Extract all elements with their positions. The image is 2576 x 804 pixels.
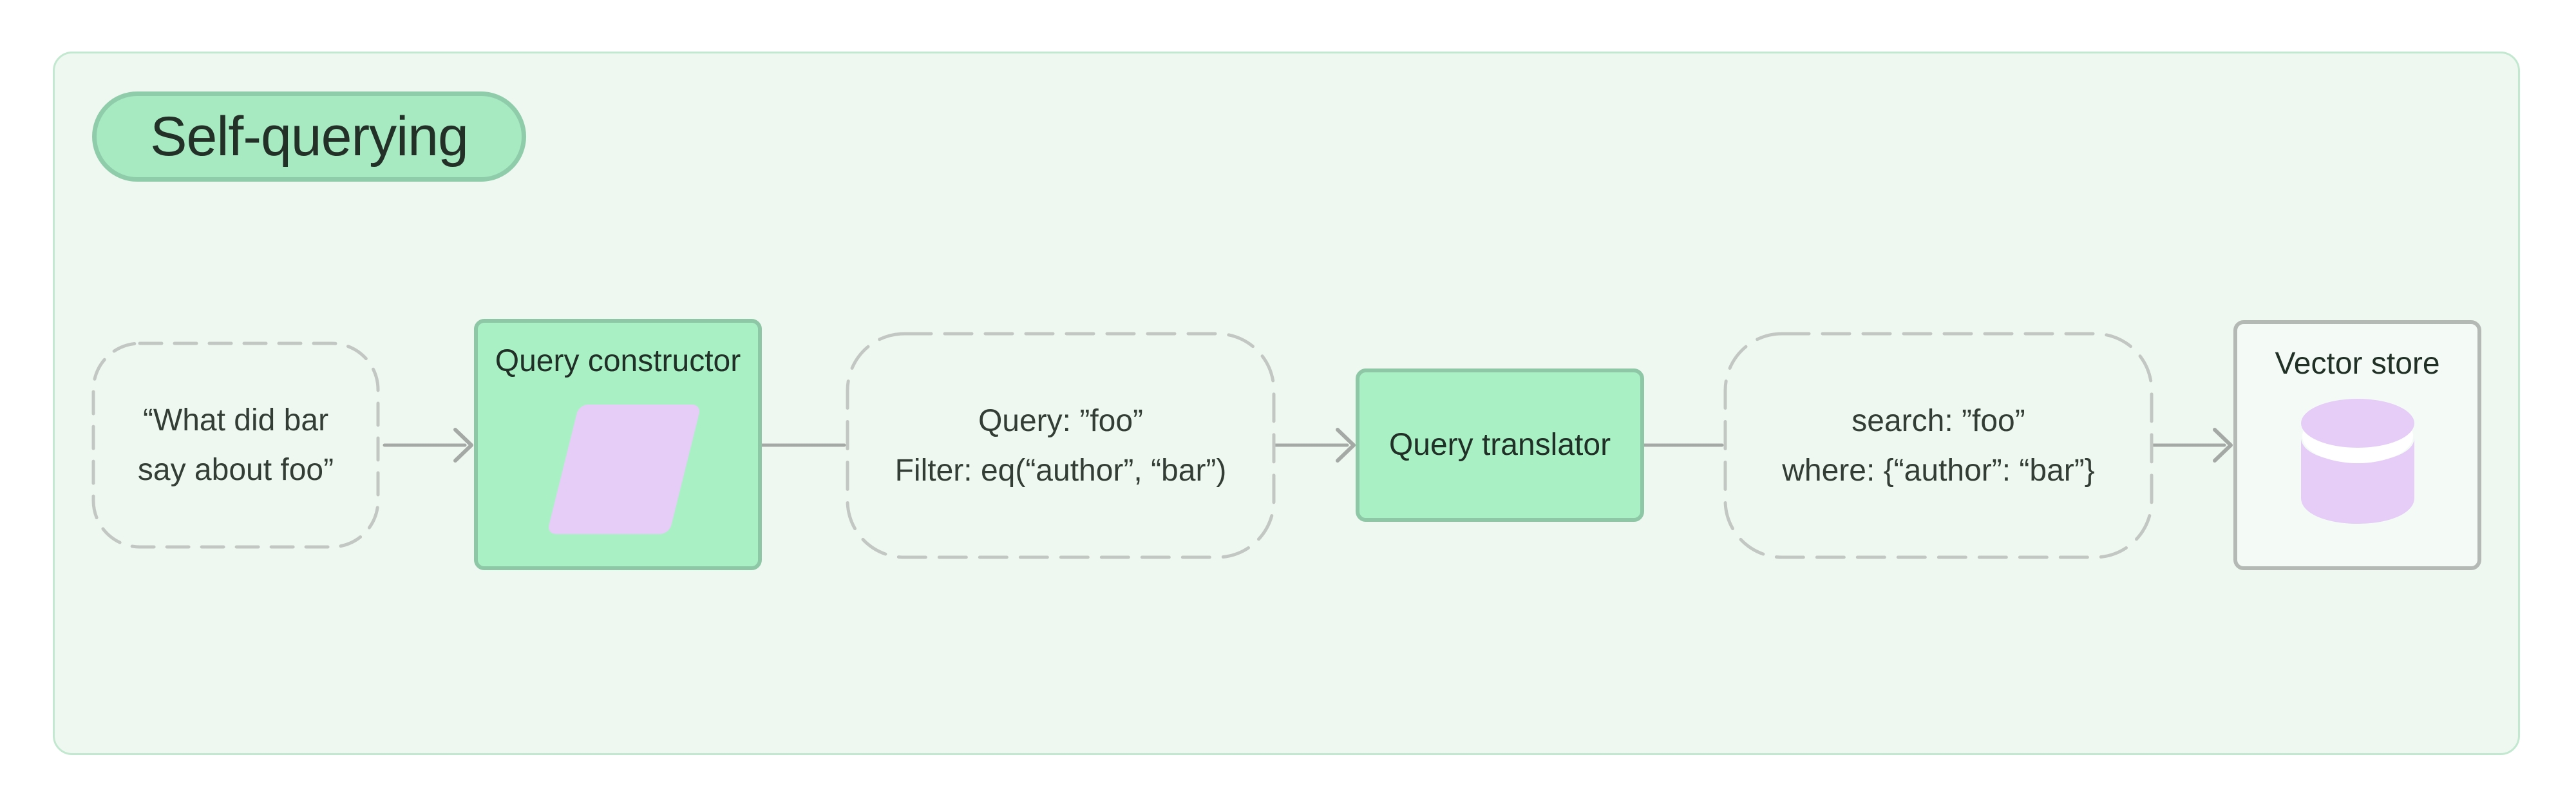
query-translator-title: Query translator bbox=[1388, 428, 1611, 462]
node-text-line: Query: ”foo” bbox=[978, 403, 1144, 438]
input-query-node: “What did bar say about foo” bbox=[91, 341, 380, 549]
structured-query-node: Query: ”foo” Filter: eq(“author”, “bar”) bbox=[846, 332, 1276, 559]
vector-store-box: Vector store bbox=[2233, 320, 2481, 570]
dashed-border bbox=[1723, 332, 2154, 559]
query-constructor-title: Query constructor bbox=[495, 344, 741, 378]
translated-query-node: search: ”foo” where: {“author”: “bar”} bbox=[1723, 332, 2154, 559]
node-text-line: Filter: eq(“author”, “bar”) bbox=[895, 453, 1227, 488]
query-translator-box: Query translator bbox=[1356, 368, 1644, 522]
title-badge: Self-querying bbox=[92, 91, 526, 182]
database-cylinder-icon bbox=[2300, 399, 2414, 524]
dashed-border bbox=[91, 341, 380, 549]
diagram-title: Self-querying bbox=[150, 105, 469, 168]
node-text-line: “What did bar bbox=[142, 403, 329, 437]
query-constructor-box: Query constructor bbox=[474, 319, 762, 570]
node-text-line: search: ”foo” bbox=[1852, 403, 2025, 438]
node-text-line: where: {“author”: “bar”} bbox=[1782, 453, 2095, 488]
node-text-line: say about foo” bbox=[137, 453, 334, 487]
dashed-border bbox=[846, 332, 1276, 559]
vector-store-title: Vector store bbox=[2275, 347, 2440, 381]
parallelogram-icon bbox=[546, 405, 702, 534]
